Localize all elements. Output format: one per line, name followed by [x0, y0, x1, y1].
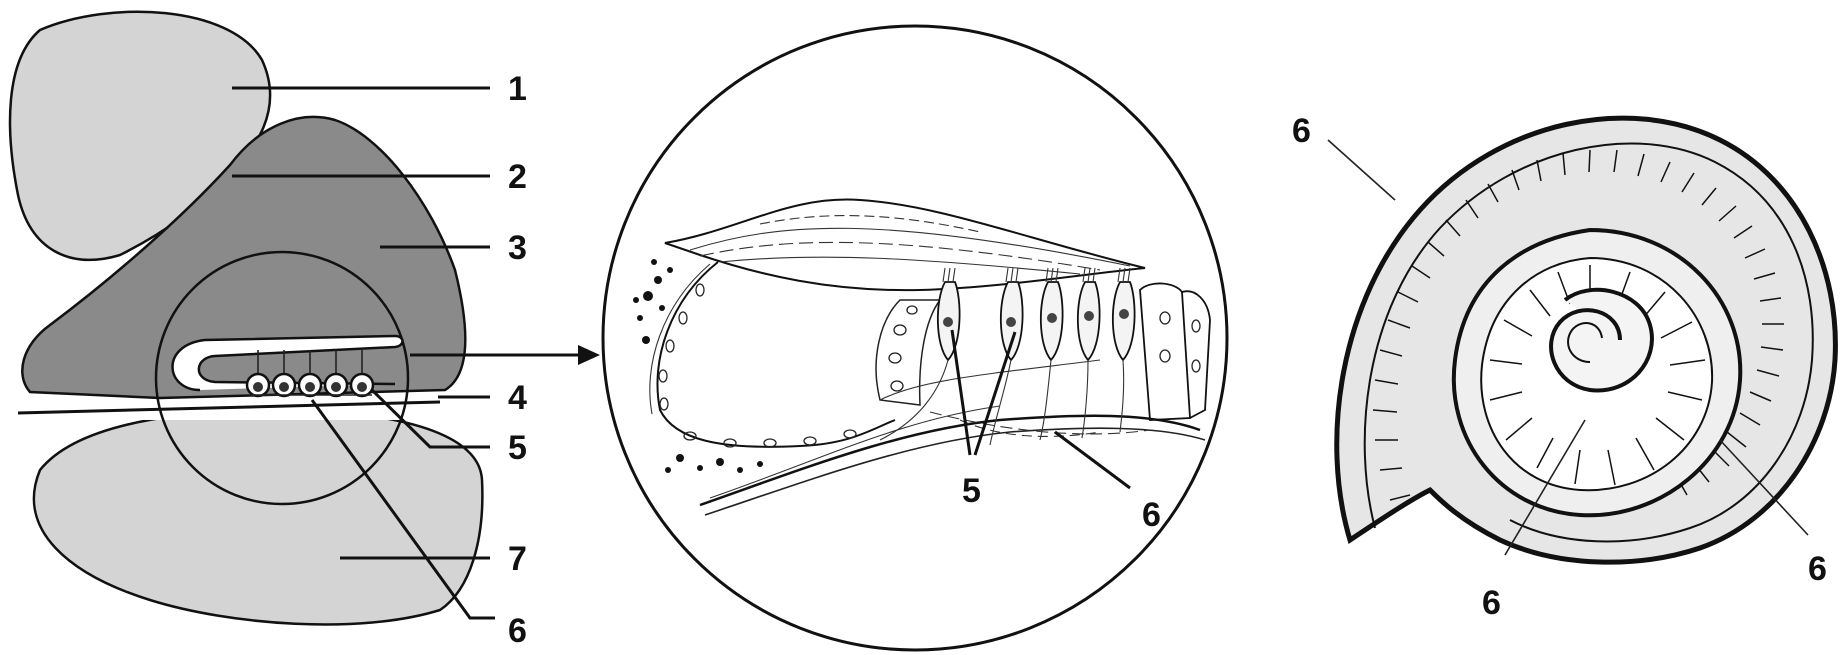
- label-5: 5: [508, 429, 527, 467]
- spiral-label-6-bottom: 6: [1482, 584, 1501, 622]
- label-4: 4: [508, 379, 527, 417]
- cochlea-spiral-panel: 6 6 6: [1292, 112, 1835, 622]
- region-7-blob: [34, 410, 482, 624]
- micro-label-5: 5: [962, 472, 981, 510]
- label-6: 6: [508, 612, 527, 650]
- label-3: 3: [508, 229, 527, 267]
- label-7: 7: [508, 540, 527, 578]
- micro-label-6: 6: [1142, 496, 1161, 534]
- label-2: 2: [508, 158, 527, 196]
- label-1: 1: [508, 70, 527, 108]
- spiral-label-6-top: 6: [1292, 112, 1311, 150]
- schematic-panel: 1 2 3 4 5 6 7: [0, 12, 600, 650]
- microscopic-panel: 5 6: [603, 26, 1227, 650]
- zoom-arrow-head: [578, 345, 600, 365]
- spiral-leader-6a: [1328, 140, 1395, 200]
- spiral-label-6-right: 6: [1808, 550, 1827, 588]
